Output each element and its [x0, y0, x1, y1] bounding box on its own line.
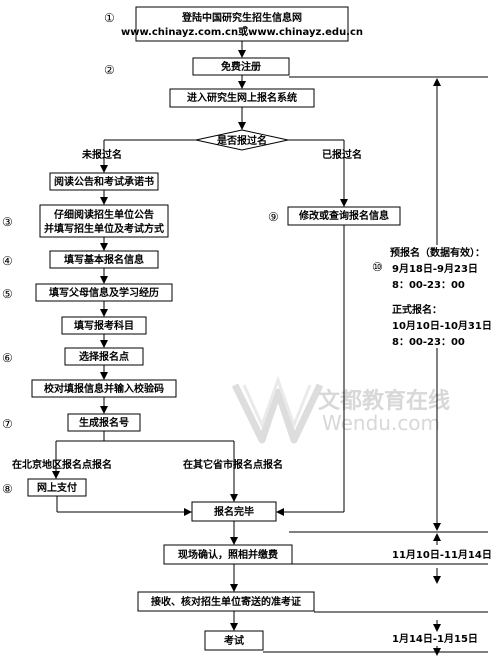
step-login-line2: www.chinayz.com.cn或www.chinayz.edu.cn — [121, 25, 363, 38]
step-login-box — [135, 6, 349, 42]
step-read-notice-label: 阅读公告和考试承诺书 — [54, 175, 154, 188]
marker-1: ① — [104, 11, 115, 25]
watermark: 文都教育在线 Wendu.com — [231, 375, 450, 444]
step-read-detail-box — [39, 204, 169, 238]
step-parents-info-label: 填写父母信息及学习经历 — [49, 286, 159, 299]
marker-7: ⑦ — [2, 417, 13, 431]
step-modify-label: 修改或查询报名信息 — [298, 209, 389, 222]
marker-3: ③ — [2, 215, 13, 229]
step-exam-label: 考试 — [224, 634, 244, 647]
marker-5: ⑤ — [2, 287, 13, 301]
confirm-dates: 11月10日-11月14日 — [392, 549, 492, 561]
branch-not-registered-label: 未报过名 — [81, 148, 122, 161]
step-enter-system-label: 进入研究生网上报名系统 — [187, 91, 297, 104]
watermark-cn: 文都教育在线 — [318, 388, 450, 414]
step-read-detail-line1: 仔细阅读招生单位公告 — [54, 208, 154, 221]
pre-registration-time: 8：00-23：00 — [392, 280, 465, 291]
decision-label: 是否报过名 — [216, 134, 267, 147]
step-basic-info-label: 填写基本报名信息 — [64, 253, 144, 266]
watermark-en: Wendu.com — [322, 411, 440, 435]
step-exam-box — [204, 630, 264, 651]
decision-diamond — [195, 129, 289, 151]
marker-4: ④ — [2, 254, 13, 268]
marker-9: ⑨ — [268, 210, 279, 224]
step-subjects-label: 填写报考科目 — [74, 319, 134, 332]
marker-8: ⑧ — [2, 482, 13, 496]
step-register-label: 免费注册 — [221, 60, 261, 73]
marker-10: ⑩ — [372, 260, 383, 274]
marker-6: ⑥ — [2, 351, 13, 365]
step-read-detail-line2: 并填写招生单位及考试方式 — [44, 222, 164, 235]
watermark-logo-icon — [231, 375, 324, 444]
marker-2: ② — [104, 63, 115, 77]
branch-other-label: 在其它省市报名点报名 — [183, 458, 283, 471]
step-pay-label: 网上支付 — [37, 481, 77, 494]
step-login-line1: 登陆中国研究生招生信息网 — [181, 11, 302, 24]
step-admission-label: 接收、核对招生单位寄送的准考证 — [151, 595, 301, 608]
formal-registration-title: 正式报名： — [392, 303, 442, 316]
step-gen-number-label: 生成报名号 — [79, 416, 129, 429]
step-done-label: 报名完毕 — [214, 505, 254, 518]
branch-beijing-label: 在北京地区报名点报名 — [12, 458, 112, 471]
pre-registration-title: 预报名（数据有效）： — [390, 246, 485, 259]
step-verify-label: 校对填报信息并输入校验码 — [44, 382, 164, 395]
branch-registered-label: 已报过名 — [322, 148, 362, 161]
step-confirm-box — [163, 544, 293, 565]
step-confirm-label: 现场确认，照相并缴费 — [178, 548, 278, 561]
formal-registration-dates: 10月10日-10月31日 — [392, 320, 492, 332]
pre-registration-dates: 9月18日-9月23日 — [392, 263, 478, 275]
step-select-site-label: 选择报名点 — [79, 350, 129, 363]
step-admission-box — [137, 591, 315, 612]
step-register-box — [192, 57, 290, 76]
formal-registration-time: 8：00-23：00 — [392, 337, 465, 348]
exam-dates: 1月14日-1月15日 — [392, 633, 478, 645]
